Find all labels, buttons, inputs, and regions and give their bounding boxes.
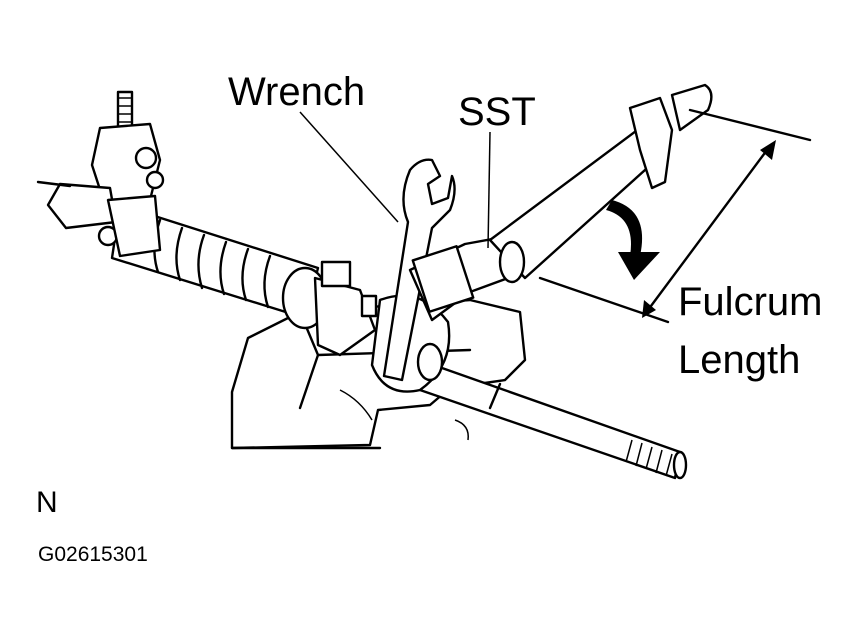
rack-thread bbox=[625, 439, 673, 477]
wrench-label: Wrench bbox=[228, 70, 366, 114]
rack-housing bbox=[110, 203, 378, 357]
direction-arrow-icon bbox=[606, 200, 660, 280]
sst-label: SST bbox=[458, 90, 536, 134]
callout-leaders bbox=[299, 111, 491, 249]
fulcrum-label-line1: Fulcrum bbox=[678, 280, 823, 324]
pinion-valve-body bbox=[36, 90, 165, 258]
sst-tool bbox=[408, 83, 713, 322]
fulcrum-dimension bbox=[538, 108, 812, 324]
figure-code: G02615301 bbox=[38, 543, 148, 566]
view-marker: N bbox=[36, 486, 58, 519]
fulcrum-label-line2: Length bbox=[678, 338, 801, 382]
rack-bar bbox=[418, 360, 688, 480]
